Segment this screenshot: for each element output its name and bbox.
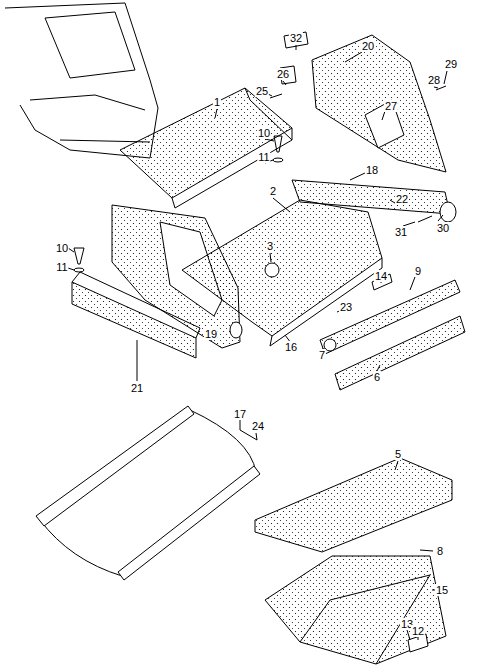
cover-rollers xyxy=(36,406,260,580)
car-detail xyxy=(30,12,150,142)
callout-number: 28 xyxy=(427,74,441,86)
callout-number: 22 xyxy=(395,193,409,205)
callout-number: 7 xyxy=(318,349,326,361)
fastener-3 xyxy=(265,263,279,277)
callout-number: 11 xyxy=(257,151,270,163)
callout-number: 10 xyxy=(257,127,271,139)
screw-10 xyxy=(74,248,84,264)
washer-11 xyxy=(273,158,283,162)
callout-number: 25 xyxy=(255,85,269,97)
callout-number: 30 xyxy=(436,222,450,234)
screws xyxy=(270,86,446,98)
floor-mat xyxy=(182,200,382,336)
callout-number: 19 xyxy=(204,328,218,340)
floor-panel xyxy=(120,88,292,198)
sill-strip-21 xyxy=(72,282,196,358)
callout-number: 31 xyxy=(394,226,408,238)
callout-number: 5 xyxy=(394,448,402,460)
callout-number: 32 xyxy=(289,32,303,44)
flap-27 xyxy=(365,100,404,148)
strip-6 xyxy=(335,316,465,390)
callout-number: 21 xyxy=(130,382,144,394)
washer-11 xyxy=(74,268,84,272)
car-body xyxy=(5,3,158,158)
callout-number: 10 xyxy=(55,242,69,254)
callout-number: 24 xyxy=(251,420,265,432)
storage-tray xyxy=(265,556,446,664)
callout-number: 16 xyxy=(284,341,298,353)
sill-strip-22 xyxy=(292,180,450,214)
callout-number: 3 xyxy=(266,240,274,252)
callout-number: 1 xyxy=(213,96,221,108)
callout-number: 23 xyxy=(339,301,353,313)
callout-number: 2 xyxy=(269,185,277,197)
sill-flange xyxy=(72,272,200,338)
callout-number: 27 xyxy=(384,100,398,112)
callout-number: 17 xyxy=(233,408,247,420)
callout-number: 8 xyxy=(436,545,444,557)
callout-number: 6 xyxy=(373,371,381,383)
callout-number: 12 xyxy=(411,625,425,637)
callout-number: 18 xyxy=(365,164,379,176)
callout-number: 29 xyxy=(444,58,458,70)
callout-number: 26 xyxy=(276,68,290,80)
part-30 xyxy=(440,202,456,222)
callout-number: 15 xyxy=(435,584,449,596)
panel-edge xyxy=(172,88,292,208)
floor-board xyxy=(255,458,452,552)
callout-number: 11 xyxy=(55,261,68,273)
side-trim-right xyxy=(312,35,446,172)
screw-31 xyxy=(418,216,432,222)
callout-number: 14 xyxy=(374,270,388,282)
leader-lines xyxy=(68,45,447,640)
screw-10 xyxy=(274,136,282,152)
callout-number: 9 xyxy=(414,265,422,277)
callout-number: 20 xyxy=(361,40,375,52)
tray-edges xyxy=(300,575,430,664)
